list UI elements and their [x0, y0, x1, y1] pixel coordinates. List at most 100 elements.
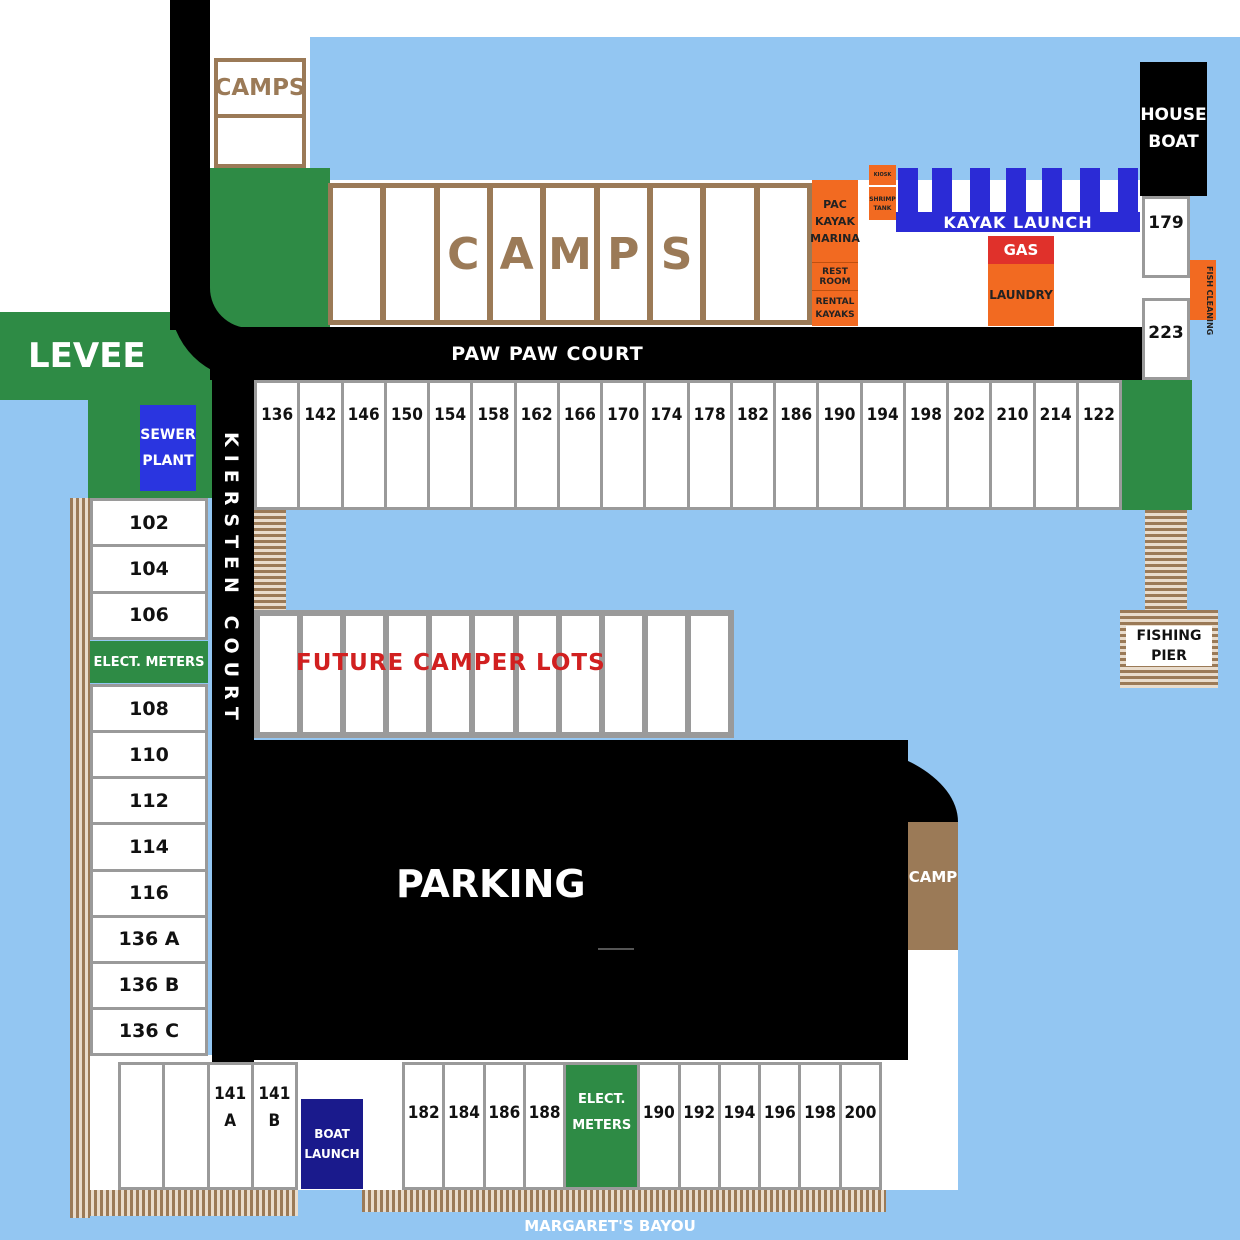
rest-room: REST ROOM	[812, 262, 858, 290]
kayak-slip	[932, 168, 952, 214]
boat-launch: BOAT LAUNCH	[301, 1099, 363, 1189]
lot: 146	[343, 383, 384, 507]
elect-meters-left: ELECT. METERS	[90, 641, 208, 683]
shrimp-tank: SHRIMP TANK	[869, 187, 896, 220]
fish-cleaning: FISH CLEANING	[1190, 260, 1216, 335]
kiersten-court-label: KIERSTEN COURT	[220, 432, 244, 762]
lot: 188	[525, 1065, 564, 1187]
lot-141b: 141 B	[253, 1065, 295, 1187]
lot: 194	[862, 383, 903, 507]
kiosk: KIOSK	[869, 165, 896, 185]
elect-meters-bottom: ELECT. METERS	[566, 1065, 638, 1187]
laundry: LAUNDRY	[988, 264, 1054, 326]
lot: 116	[93, 871, 205, 915]
pier-walkway	[1145, 510, 1187, 610]
future-lot	[257, 613, 301, 735]
lot: 184	[445, 1065, 483, 1187]
future-lot	[300, 613, 344, 735]
lot: 186	[776, 383, 817, 507]
lot: 112	[93, 779, 205, 823]
dock-kiersten	[254, 510, 286, 610]
lot: 108	[93, 687, 205, 731]
lot: 198	[905, 383, 946, 507]
paw-paw-court-label: PAW PAW COURT	[451, 342, 644, 365]
house-boat: HOUSE BOAT	[1140, 62, 1207, 196]
lot-223: 223	[1142, 298, 1190, 380]
lot: 190	[640, 1065, 678, 1187]
future-lot	[343, 613, 387, 735]
lot: 122	[1078, 383, 1119, 507]
camp-cell: S	[649, 185, 704, 323]
camp-block: CAMP	[908, 822, 958, 950]
road-vertical-top	[170, 0, 210, 330]
sewer-plant: SEWER PLANT	[140, 405, 196, 491]
camp-cell	[756, 185, 810, 323]
road-paw-paw-court: PAW PAW COURT	[210, 327, 1145, 380]
kayak-slip	[898, 168, 918, 214]
lot: 210	[992, 383, 1033, 507]
lot: 192	[680, 1065, 718, 1187]
lot: 182	[732, 383, 773, 507]
camp-cell: C	[436, 185, 490, 323]
camp-cell	[383, 185, 437, 323]
parking-label: PARKING	[396, 862, 586, 906]
future-lot	[644, 613, 688, 735]
lot	[121, 1065, 163, 1187]
lot: 214	[1035, 383, 1076, 507]
camp-cell: M	[543, 185, 597, 323]
kayak-slip	[970, 168, 990, 214]
bottom-lots-right: 182 184 186 188 ELECT. METERS 190 192 19…	[402, 1062, 882, 1190]
lot: 202	[949, 383, 990, 507]
lot: 174	[646, 383, 687, 507]
fishing-pier: FISHING PIER	[1120, 610, 1218, 688]
rental-kayaks: RENTAL KAYAKS	[812, 290, 858, 326]
kiersten-court-text: KIERSTEN COURT	[220, 432, 242, 728]
gas: GAS	[988, 236, 1054, 264]
land-bottom-right	[905, 950, 958, 1190]
lot: 170	[603, 383, 644, 507]
pac-kayak-marina: PAC KAYAK MARINA	[810, 180, 860, 262]
lot: 136 B	[93, 963, 205, 1007]
lot: 142	[300, 383, 341, 507]
camp-cell: A	[489, 185, 544, 323]
future-camper-lots	[254, 610, 734, 738]
lot: 114	[93, 825, 205, 869]
lot: 178	[689, 383, 730, 507]
lot: 136 A	[93, 917, 205, 961]
future-lot	[429, 613, 473, 735]
bottom-lots-left: 141 A 141 B	[118, 1062, 298, 1190]
parking-mark	[598, 948, 634, 950]
lot: 110	[93, 733, 205, 777]
camps-small-label: CAMPS	[215, 62, 306, 118]
lot: 158	[473, 383, 514, 507]
lot: 136 C	[93, 1009, 205, 1053]
camp-cell	[330, 185, 384, 323]
lot	[165, 1065, 207, 1187]
lot: 106	[93, 593, 205, 637]
green-right	[1120, 380, 1192, 510]
camps-row: C A M P S	[328, 183, 812, 325]
future-lot	[515, 613, 559, 735]
dock-bottom-right	[362, 1190, 886, 1212]
lot: 150	[386, 383, 427, 507]
future-lot	[386, 613, 430, 735]
lot: 104	[93, 547, 205, 591]
lot: 186	[485, 1065, 523, 1187]
camps-small-block: CAMPS	[214, 58, 306, 168]
lot: 162	[516, 383, 557, 507]
kayak-launch-dock: KAYAK LAUNCH	[896, 168, 1140, 232]
lot: 182	[405, 1065, 443, 1187]
lot: 200	[841, 1065, 880, 1187]
future-camper-lots-label: FUTURE CAMPER LOTS	[296, 650, 606, 676]
lot: 136	[257, 383, 298, 507]
lot-141a: 141 A	[209, 1065, 251, 1187]
lot: 102	[93, 501, 205, 545]
camp-cell: P	[596, 185, 650, 323]
dock-left-side	[70, 498, 90, 1218]
kayak-slip	[1080, 168, 1100, 214]
lot: 166	[559, 383, 600, 507]
kayak-slip	[1118, 168, 1138, 214]
fishing-pier-label: FISHING PIER	[1126, 626, 1212, 666]
kayak-launch-label: KAYAK LAUNCH	[896, 212, 1140, 232]
